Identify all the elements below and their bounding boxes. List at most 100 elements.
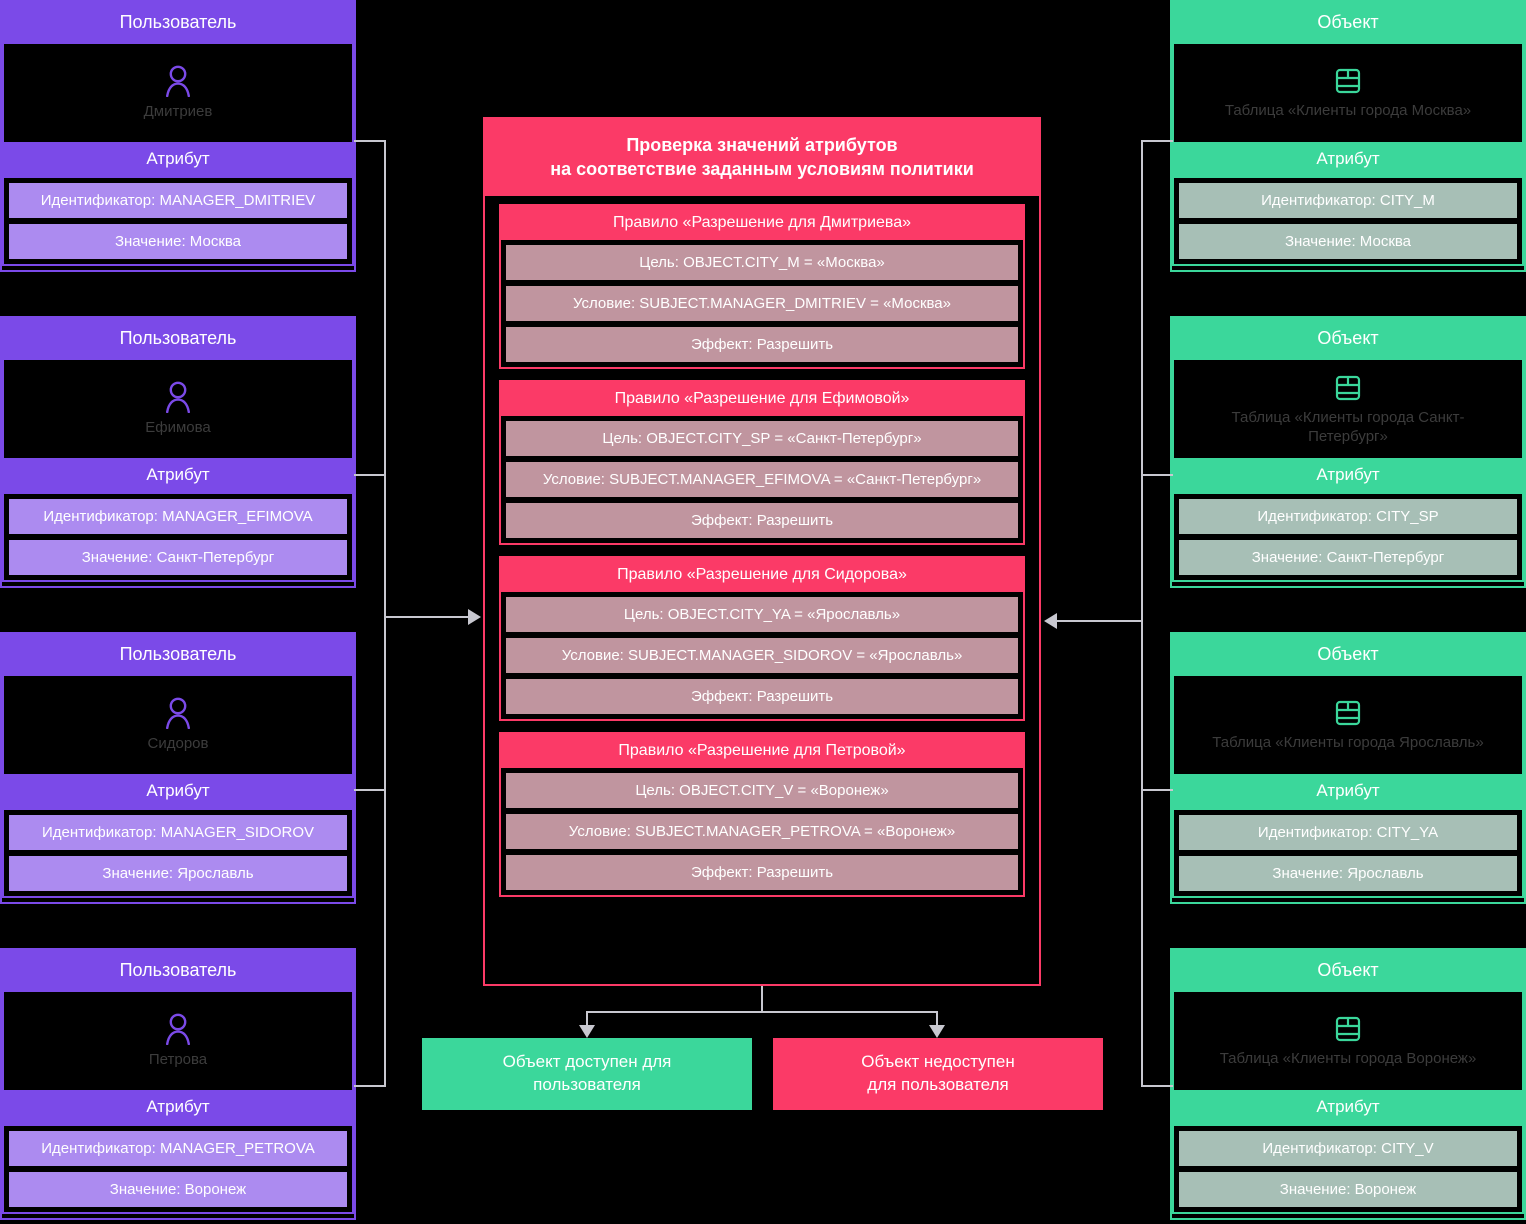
user-card-dmitriev: Пользователь Дмитриев Атрибут Идентифика… (0, 0, 356, 272)
attribute-value: Значение: Москва (1179, 223, 1517, 259)
user-card-identity: Петрова (2, 991, 354, 1090)
attribute-box: Идентификатор: MANAGER_PETROVA Значение:… (2, 1123, 354, 1214)
table-icon (1335, 375, 1361, 400)
user-card-identity: Ефимова (2, 359, 354, 458)
attribute-value: Значение: Ярославль (9, 855, 347, 891)
object-card-moscow: Объект Таблица «Клиенты города Москва» А… (1170, 0, 1526, 272)
left-bracket-trunk (384, 140, 386, 1087)
user-card-title: Пользователь (2, 2, 354, 44)
rule-effect: Эффект: Разрешить (506, 326, 1018, 362)
user-card-petrova: Пользователь Петрова Атрибут Идентификат… (0, 948, 356, 1220)
outcome-allowed-drop (586, 1011, 588, 1027)
left-branch-dmitriev (354, 140, 386, 142)
user-card-identity: Сидоров (2, 675, 354, 774)
right-branch-spb (1141, 474, 1173, 476)
rule-dmitriev[interactable]: Правило «Разрешение для Дмитриева» Цель:… (499, 203, 1025, 369)
attribute-title: Атрибут (1172, 1089, 1524, 1124)
attribute-box: Идентификатор: MANAGER_EFIMOVA Значение:… (2, 491, 354, 582)
attribute-identifier: Идентификатор: MANAGER_EFIMOVA (9, 498, 347, 534)
table-icon (1335, 69, 1361, 94)
user-name: Ефимова (145, 419, 211, 437)
rule-body: Цель: OBJECT.CITY_V = «Воронеж» Условие:… (501, 767, 1023, 895)
table-icon (1335, 1017, 1361, 1042)
right-branch-voronezh (1141, 1085, 1173, 1087)
right-branch-moscow (1141, 140, 1173, 142)
object-card-identity: Таблица «Клиенты города Воронеж» (1172, 991, 1524, 1090)
object-card-title: Объект (1172, 950, 1524, 992)
policy-title-line1: Проверка значений атрибутов (626, 135, 898, 155)
user-card-title: Пользователь (2, 634, 354, 676)
outcome-denied-drop (936, 1011, 938, 1027)
object-card-spb: Объект Таблица «Клиенты города Санкт-Пет… (1170, 316, 1526, 588)
user-name: Петрова (148, 1051, 208, 1069)
object-card-title: Объект (1172, 2, 1524, 44)
user-card-title: Пользователь (2, 950, 354, 992)
rule-petrova[interactable]: Правило «Разрешение для Петровой» Цель: … (499, 731, 1025, 897)
rule-body: Цель: OBJECT.CITY_M = «Москва» Условие: … (501, 239, 1023, 367)
attribute-identifier: Идентификатор: CITY_YA (1179, 814, 1517, 850)
policy-title: Проверка значений атрибутов на соответст… (485, 119, 1039, 196)
outcome-denied-line1: Объект недоступен (861, 1052, 1015, 1072)
rule-condition: Условие: SUBJECT.MANAGER_SIDOROV = «Ярос… (506, 637, 1018, 673)
object-name: Таблица «Клиенты города Москва» (1224, 102, 1472, 120)
attribute-title: Атрибут (1172, 141, 1524, 176)
policy-rules-list: Правило «Разрешение для Дмитриева» Цель:… (485, 196, 1039, 909)
attribute-title: Атрибут (1172, 457, 1524, 492)
attribute-title: Атрибут (2, 773, 354, 808)
rule-condition: Условие: SUBJECT.MANAGER_DMITRIEV = «Мос… (506, 285, 1018, 321)
outcome-allowed-line1: Объект доступен для (502, 1052, 672, 1072)
rule-target: Цель: OBJECT.CITY_YA = «Ярославль» (506, 596, 1018, 632)
user-icon (166, 1013, 190, 1046)
attribute-title: Атрибут (2, 141, 354, 176)
attribute-box: Идентификатор: MANAGER_DMITRIEV Значение… (2, 175, 354, 266)
rule-name: Правило «Разрешение для Сидорова» (501, 557, 1023, 592)
attribute-value: Значение: Воронеж (9, 1171, 347, 1207)
object-card-voronezh: Объект Таблица «Клиенты города Воронеж» … (1170, 948, 1526, 1220)
user-card-sidorov: Пользователь Сидоров Атрибут Идентификат… (0, 632, 356, 904)
rule-body: Цель: OBJECT.CITY_SP = «Санкт-Петербург»… (501, 415, 1023, 543)
table-icon (1335, 701, 1361, 726)
object-card-identity: Таблица «Клиенты города Ярославль» (1172, 675, 1524, 774)
attribute-identifier: Идентификатор: MANAGER_PETROVA (9, 1130, 347, 1166)
rule-body: Цель: OBJECT.CITY_YA = «Ярославль» Услов… (501, 591, 1023, 719)
rule-condition: Условие: SUBJECT.MANAGER_EFIMOVA = «Санк… (506, 461, 1018, 497)
attribute-value: Значение: Санкт-Петербург (9, 539, 347, 575)
rule-efimova[interactable]: Правило «Разрешение для Ефимовой» Цель: … (499, 379, 1025, 545)
attribute-identifier: Идентификатор: CITY_M (1179, 182, 1517, 218)
attribute-identifier: Идентификатор: MANAGER_SIDOROV (9, 814, 347, 850)
user-card-efimova: Пользователь Ефимова Атрибут Идентификат… (0, 316, 356, 588)
right-arrow-shaft (1057, 620, 1143, 622)
left-branch-petrova (354, 1085, 386, 1087)
rule-effect: Эффект: Разрешить (506, 502, 1018, 538)
rule-name: Правило «Разрешение для Петровой» (501, 733, 1023, 768)
rule-sidorov[interactable]: Правило «Разрешение для Сидорова» Цель: … (499, 555, 1025, 721)
attribute-box: Идентификатор: CITY_M Значение: Москва (1172, 175, 1524, 266)
left-branch-efimova (354, 474, 386, 476)
attribute-box: Идентификатор: MANAGER_SIDOROV Значение:… (2, 807, 354, 898)
attribute-box: Идентификатор: CITY_V Значение: Воронеж (1172, 1123, 1524, 1214)
attribute-identifier: Идентификатор: MANAGER_DMITRIEV (9, 182, 347, 218)
user-card-title: Пользователь (2, 318, 354, 360)
rule-target: Цель: OBJECT.CITY_SP = «Санкт-Петербург» (506, 420, 1018, 456)
user-name: Сидоров (147, 735, 209, 753)
outcome-denied-line2: для пользователя (867, 1075, 1009, 1094)
attribute-value: Значение: Санкт-Петербург (1179, 539, 1517, 575)
object-card-title: Объект (1172, 318, 1524, 360)
rule-target: Цель: OBJECT.CITY_M = «Москва» (506, 244, 1018, 280)
attribute-identifier: Идентификатор: CITY_SP (1179, 498, 1517, 534)
attribute-title: Атрибут (2, 457, 354, 492)
object-card-identity: Таблица «Клиенты города Москва» (1172, 43, 1524, 142)
attribute-value: Значение: Воронеж (1179, 1171, 1517, 1207)
rule-condition: Условие: SUBJECT.MANAGER_PETROVA = «Воро… (506, 813, 1018, 849)
user-card-identity: Дмитриев (2, 43, 354, 142)
attribute-value: Значение: Москва (9, 223, 347, 259)
object-name: Таблица «Клиенты города Ярославль» (1212, 734, 1484, 752)
right-bracket-trunk (1141, 140, 1143, 1087)
outcome-allowed-line2: пользователя (533, 1075, 641, 1094)
outcome-denied: Объект недоступен для пользователя (773, 1038, 1103, 1110)
outcome-split-stem (761, 986, 763, 1013)
left-arrow-head (468, 609, 481, 625)
left-arrow-shaft (386, 616, 468, 618)
outcome-denied-arrow-head (929, 1025, 945, 1038)
